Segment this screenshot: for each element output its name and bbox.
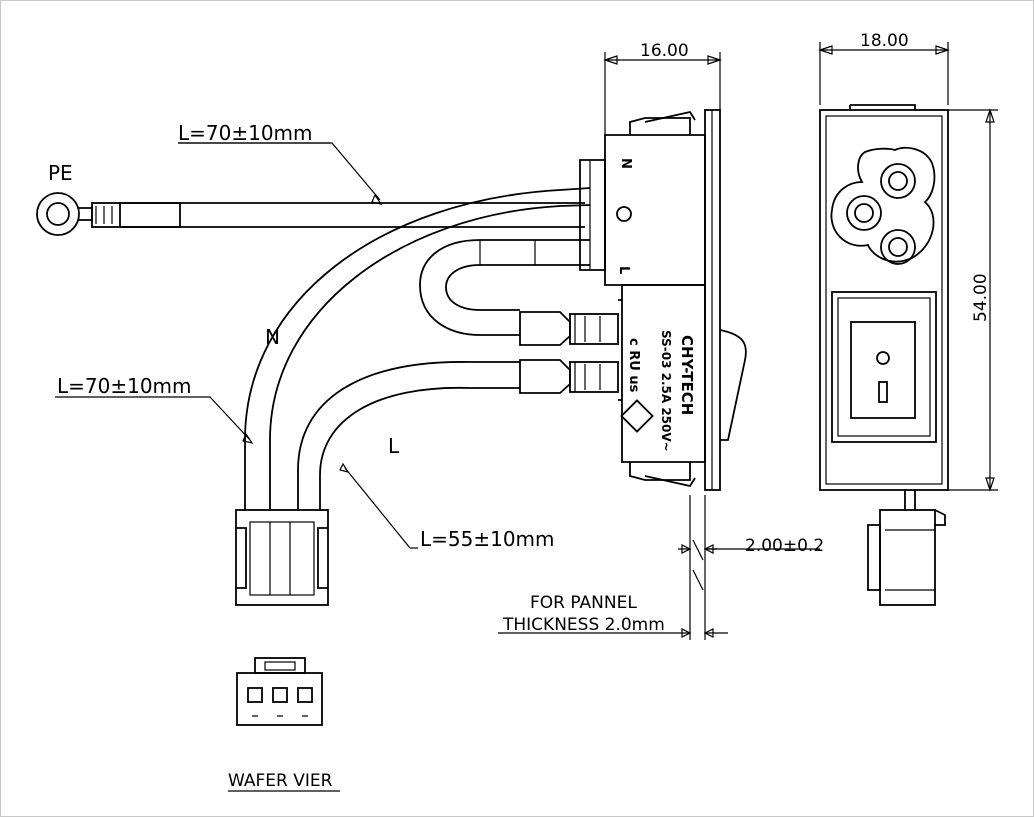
dim-height-value: 54.00 <box>971 273 991 322</box>
mark-brand: CHY-TECH <box>678 335 696 415</box>
dim-height <box>948 108 998 492</box>
l-wire <box>297 361 520 510</box>
dim-width <box>818 42 950 105</box>
mark-cert: c RU us <box>626 338 641 393</box>
wafer-connector <box>236 657 323 726</box>
label-pe-length: L=70±10mm <box>178 121 313 145</box>
dim-depth <box>603 52 722 135</box>
cert-logo-icon <box>620 399 654 433</box>
leader-pe <box>178 142 381 201</box>
label-l: L <box>388 434 400 458</box>
side-view <box>579 109 747 491</box>
label-pe: PE <box>48 161 73 185</box>
pe-wire <box>36 192 585 236</box>
front-view <box>819 104 949 606</box>
dim-panel <box>498 495 820 640</box>
mark-rating: SS-03 2.5A 250V~ <box>659 330 673 452</box>
mark-n: N <box>618 158 633 169</box>
dim-panel-value: 2.00±0.2 <box>745 536 824 556</box>
panel-note-line1: FOR PANNEL <box>530 593 637 613</box>
inlet-socket <box>830 146 936 265</box>
panel-note-line2: THICKNESS 2.0mm <box>502 615 665 635</box>
loop-wire <box>419 239 590 336</box>
leader-n <box>55 396 251 441</box>
housing-connector <box>235 509 329 606</box>
dim-depth-value: 16.00 <box>640 41 689 61</box>
terminal-lower <box>519 359 619 394</box>
n-wire <box>244 187 591 510</box>
dim-width-value: 18.00 <box>860 31 909 51</box>
terminal-upper <box>519 311 619 346</box>
ground-symbol-icon <box>616 206 632 222</box>
label-n: N <box>265 325 280 349</box>
label-l-length: L=55±10mm <box>420 527 555 551</box>
label-n-length: L=70±10mm <box>57 374 192 398</box>
mark-l: L <box>616 266 631 274</box>
wafer-label: WAFER VIER <box>228 771 333 791</box>
leader-l <box>344 467 411 549</box>
front-connector <box>867 490 946 606</box>
rocker-switch <box>831 291 937 443</box>
